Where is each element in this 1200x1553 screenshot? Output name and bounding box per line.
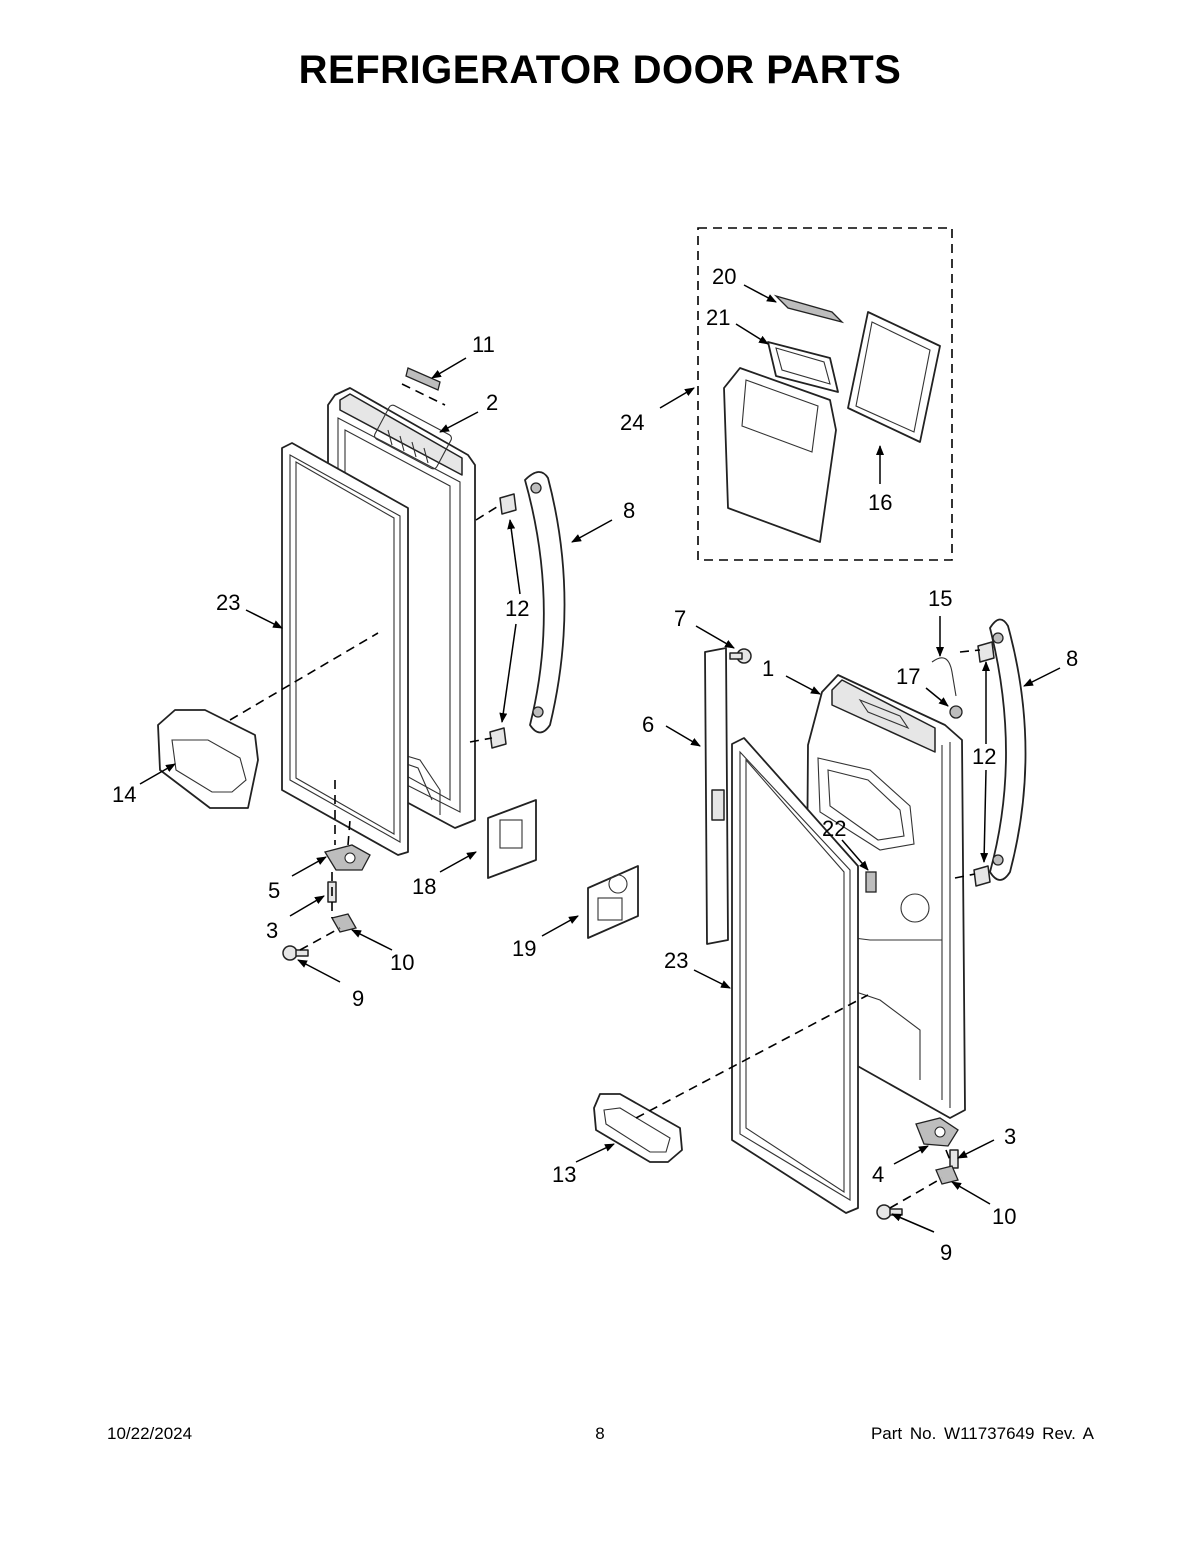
callout-21: 21 [706, 305, 730, 330]
callout-16: 16 [868, 490, 892, 515]
callout-arrows [139, 284, 1061, 1233]
part-11-clip [405, 367, 441, 391]
callout-10-right: 10 [992, 1204, 1016, 1229]
callout-13: 13 [552, 1162, 576, 1187]
callout-23-right: 23 [664, 948, 688, 973]
part-18-cover [487, 799, 537, 879]
callout-12-left: 12 [505, 596, 529, 621]
footer-page-number: 8 [595, 1424, 605, 1443]
callout-4: 4 [872, 1162, 884, 1187]
callout-6: 6 [642, 712, 654, 737]
callout-8-left: 8 [623, 498, 635, 523]
footer-part-number: Part No. W11737649 Rev. A [870, 1424, 1094, 1443]
callout-18: 18 [412, 874, 436, 899]
left-door-handle [524, 471, 566, 734]
callout-3-left: 3 [266, 918, 278, 943]
callout-20: 20 [712, 264, 736, 289]
dispenser-assembly-box [697, 227, 953, 561]
callout-1: 1 [762, 656, 774, 681]
callout-15: 15 [928, 586, 952, 611]
callout-22: 22 [822, 816, 846, 841]
footer-date: 10/22/2024 [107, 1424, 193, 1443]
part-16-panel [847, 311, 941, 443]
right-door-bin [593, 1093, 683, 1163]
callout-3-right: 3 [1004, 1124, 1016, 1149]
callout-14: 14 [112, 782, 136, 807]
left-hinge-cap [331, 913, 357, 933]
callout-7: 7 [674, 606, 686, 631]
left-door-gasket [281, 442, 409, 856]
part-20-seal [773, 294, 845, 324]
right-hinge-bracket [915, 1117, 959, 1147]
right-handle-studs [973, 641, 995, 887]
page-title: REFRIGERATOR DOOR PARTS [298, 48, 902, 92]
right-door-handle [989, 618, 1027, 881]
mullion-screw [729, 648, 752, 664]
callout-19: 19 [512, 936, 536, 961]
right-door-gasket [731, 737, 859, 1214]
left-hinge-bracket [323, 844, 371, 871]
callout-11: 11 [472, 332, 495, 357]
callout-17: 17 [896, 664, 920, 689]
callout-24: 24 [620, 410, 644, 435]
callout-10-left: 10 [390, 950, 414, 975]
callout-8-right: 8 [1066, 646, 1078, 671]
left-door-bin [157, 709, 259, 809]
right-hinge-screw [949, 1149, 959, 1169]
dispenser-housing [723, 367, 837, 543]
callout-5: 5 [268, 878, 280, 903]
left-hinge-bolt [282, 945, 309, 961]
callout-2: 2 [486, 390, 498, 415]
callout-9-left: 9 [352, 986, 364, 1011]
part-19-module [587, 865, 639, 939]
part-22-latch [865, 871, 877, 893]
part-17-fitting [949, 705, 963, 719]
center-mullion [704, 647, 729, 945]
left-handle-studs [489, 493, 517, 749]
assembly-lines [229, 383, 981, 1209]
callout-labels: 11 2 8 12 23 14 5 3 10 9 18 19 20 21 24 … [112, 264, 1078, 1265]
callout-23-left: 23 [216, 590, 240, 615]
callout-12-right: 12 [972, 744, 996, 769]
right-hinge-cap [935, 1165, 959, 1185]
part-15-tube [931, 657, 957, 697]
callout-9-right: 9 [940, 1240, 952, 1265]
part-21-frame [767, 341, 839, 393]
